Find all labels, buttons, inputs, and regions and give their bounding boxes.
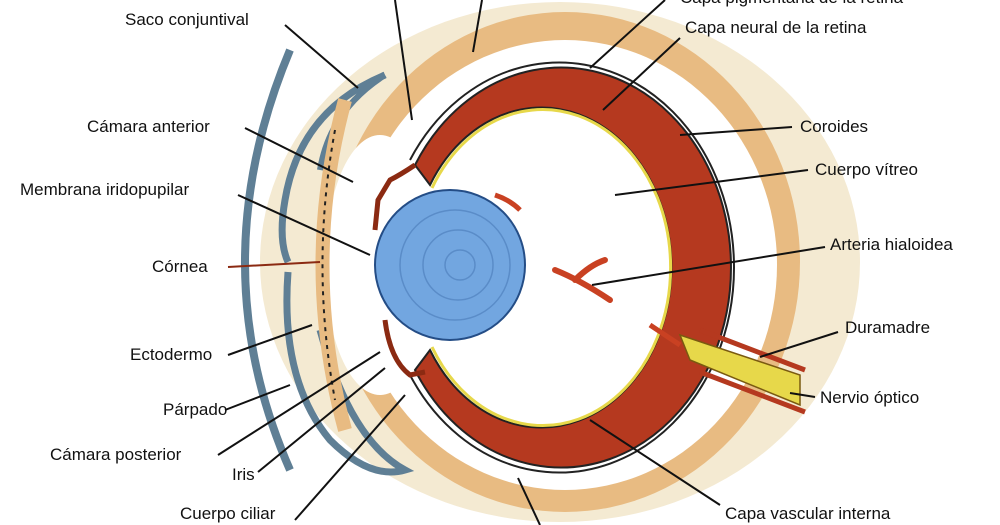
iris-lower [382,319,426,378]
label-capa-neural: Capa neural de la retina [685,18,867,37]
optic-nerve [678,333,801,407]
leader-top-2 [472,0,483,53]
leader-parpado [224,384,291,411]
leader-camara-posterior [217,351,381,456]
leader-duramadre [759,331,839,358]
cornea-inner [321,129,336,401]
label-membrana-iridopupilar: Membrana iridopupilar [20,180,190,199]
lens-ring [422,229,494,301]
leader-top-1 [394,0,413,121]
leader-capa-pigmentaria [589,0,666,69]
cornea-ectoderm-outer [241,48,294,472]
leader-arteria-hialoidea [591,246,826,286]
label-saco-conjuntival: Saco conjuntival [125,10,249,29]
lens-ring [399,209,511,321]
dura-mater [699,327,806,415]
leader-coroides [679,126,793,136]
leader-capa-vascular [589,419,721,506]
leader-cornea [227,261,321,268]
leader-ectodermo [227,324,313,356]
pigment-layer [409,61,735,474]
label-cuerpo-ciliar: Cuerpo ciliar [180,504,276,523]
eyelid-upper [278,71,387,264]
leader-membrana [237,194,371,256]
lens [374,189,526,341]
label-cornea: Córnea [152,257,208,276]
choroid-yellow [430,108,673,427]
label-cuerpo-vitreo: Cuerpo vítreo [815,160,918,179]
eyelid-lower [283,271,415,476]
label-nervio-optico: Nervio óptico [820,388,920,407]
leader-camara-anterior [244,127,354,183]
iris-upper [372,162,417,231]
label-coroides: Coroides [800,117,869,136]
label-ectodermo: Ectodermo [130,345,213,364]
leader-saco-conjuntival [284,24,359,89]
leader-iris [257,367,386,473]
leader-capa-neural [602,37,681,111]
label-camara-posterior: Cámara posterior [50,445,182,464]
label-iris: Iris [232,465,255,484]
leader-bottom [517,477,541,525]
vessel-lower [648,322,682,348]
label-capa-pigmentaria: Capa pigmentaria de la retina [680,0,903,8]
label-camara-anterior: Cámara anterior [87,117,210,136]
hyaloid-artery [552,257,613,303]
label-capa-vascular-interna: Capa vascular interna [725,504,891,523]
leader-cuerpo-ciliar [294,394,406,521]
label-duramadre: Duramadre [845,318,931,337]
leader-lines [217,0,839,525]
lens-ring [444,249,476,281]
label-parpado: Párpado [163,400,228,419]
leader-nervio-optico [789,392,816,398]
label-arteria-hialoidea: Arteria hialoidea [830,235,953,254]
leader-cuerpo-vitreo [614,169,809,196]
vessel-upper [494,192,522,212]
